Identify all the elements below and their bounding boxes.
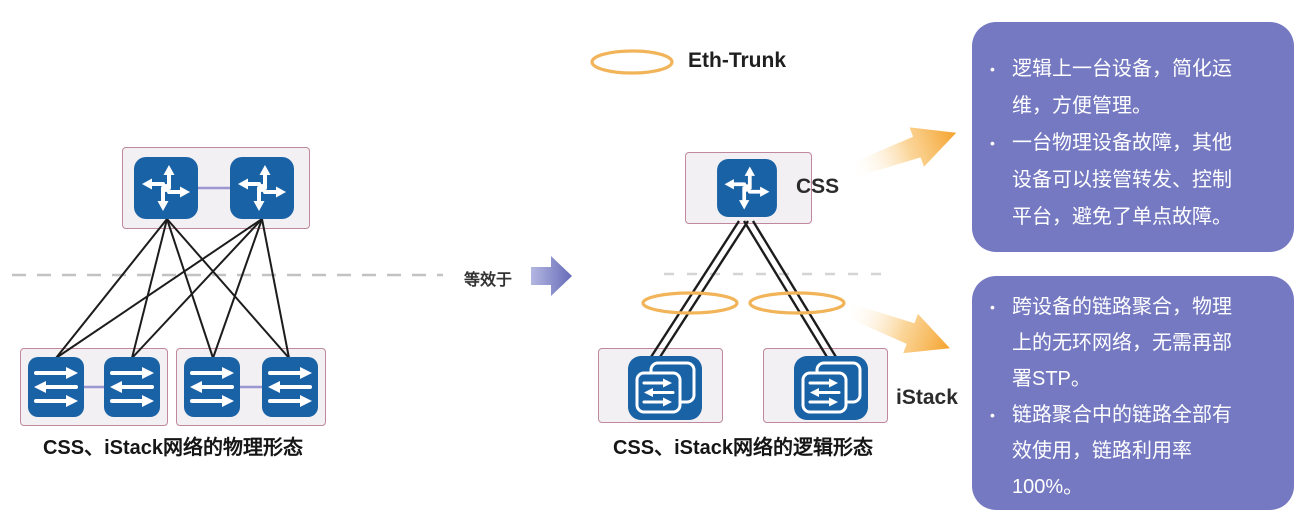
equivalence-label: 等效于: [464, 272, 513, 289]
equivalence-arrow-icon: [531, 256, 572, 296]
eth-trunk-ring-icons: [641, 291, 846, 315]
router-icon: [230, 157, 294, 219]
benefit-panel-css: • 逻辑上一台设备，简化运 维，方便管理。 • 一台物理设备故障，其他 设备可以…: [972, 22, 1294, 252]
switch-icon: [104, 357, 160, 417]
eth-trunk-legend-icon: [590, 49, 674, 75]
css-router-icon: [712, 159, 782, 217]
physical-links: [55, 218, 290, 359]
bullet-text: 逻辑上一台设备，简化运 维，方便管理。: [1012, 58, 1232, 117]
istack-switch-icon: [628, 356, 702, 420]
router-icon: [134, 157, 198, 219]
bullet-text: 跨设备的链路聚合，物理 上的无环网络，无需再部 署STP。: [1012, 296, 1232, 390]
switch-icon: [184, 357, 240, 417]
css-label: CSS: [796, 175, 840, 198]
switch-icon: [28, 357, 84, 417]
istack-label: iStack: [896, 386, 958, 409]
bullet-dot-icon: •: [990, 299, 995, 315]
highlight-arrow-top-icon: [848, 127, 957, 178]
bullet-text: 链路聚合中的链路全部有 效使用，链路利用率 100%。: [1012, 404, 1232, 498]
bullet-dot-icon: •: [990, 407, 995, 423]
eth-trunk-label: Eth-Trunk: [688, 49, 786, 72]
panel-bullet: • 链路聚合中的链路全部有 效使用，链路利用率 100%。: [990, 397, 1272, 505]
panel-bullet: • 逻辑上一台设备，简化运 维，方便管理。: [990, 51, 1272, 125]
bullet-dot-icon: •: [990, 135, 995, 151]
bullet-text: 一台物理设备故障，其他 设备可以接管转发、控制 平台，避免了单点故障。: [1012, 132, 1232, 228]
logical-topology-caption: CSS、iStack网络的逻辑形态: [612, 437, 874, 459]
panel-bullet: • 一台物理设备故障，其他 设备可以接管转发、控制 平台，避免了单点故障。: [990, 125, 1272, 236]
benefit-panel-istack: • 跨设备的链路聚合，物理 上的无环网络，无需再部 署STP。 • 链路聚合中的…: [972, 276, 1294, 510]
switch-icon: [262, 357, 318, 417]
physical-topology-caption: CSS、iStack网络的物理形态: [42, 437, 304, 459]
bullet-dot-icon: •: [990, 61, 995, 77]
istack-switch-icon: [794, 356, 868, 420]
panel-bullet: • 跨设备的链路聚合，物理 上的无环网络，无需再部 署STP。: [990, 289, 1272, 397]
logical-links: [649, 220, 838, 358]
